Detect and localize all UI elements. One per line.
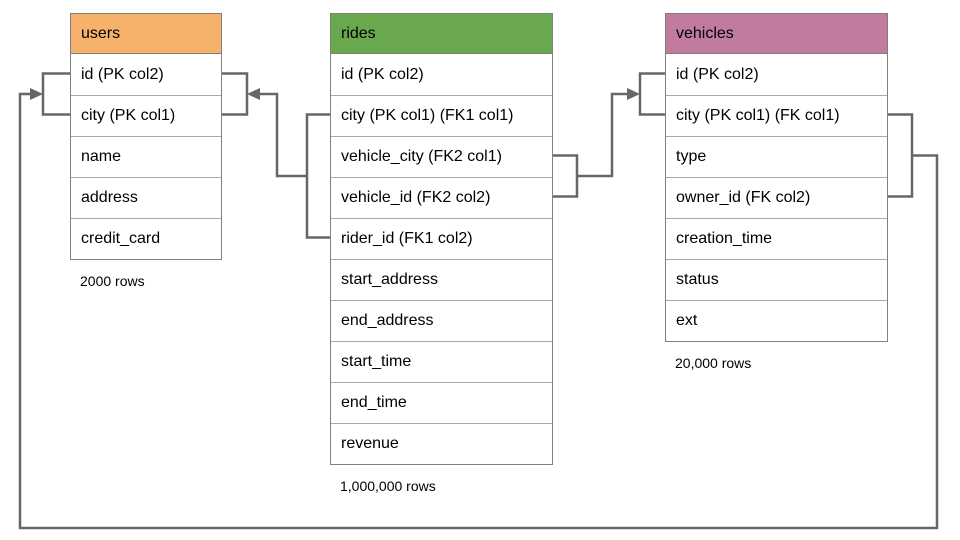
table-vehicles-column-row: owner_id (FK col2) xyxy=(666,177,887,218)
table-vehicles-rowcount: 20,000 rows xyxy=(675,355,752,371)
table-rides-column-row: vehicle_id (FK2 col2) xyxy=(331,177,552,218)
arrowhead-right-icon xyxy=(627,88,640,100)
users-right-pk-bracket xyxy=(222,72,249,116)
users-left-pk-bracket xyxy=(41,72,70,116)
vehicles-left-pk-bracket xyxy=(638,72,665,116)
table-rides-rowcount: 1,000,000 rows xyxy=(340,478,436,494)
table-users-rowcount: 2000 rows xyxy=(80,273,145,289)
table-rides-column-row: end_time xyxy=(331,382,552,423)
table-rides-column-row: id (PK col2) xyxy=(331,54,552,95)
table-vehicles-title: vehicles xyxy=(666,14,887,54)
table-rides-column-row: rider_id (FK1 col2) xyxy=(331,218,552,259)
table-users-title: users xyxy=(71,14,221,54)
connector-vehicles-fk-to-users-pk xyxy=(18,72,939,530)
table-vehicles-column-row: status xyxy=(666,259,887,300)
connector-rides-fk2-to-vehicles-pk xyxy=(553,72,665,198)
table-rides-column-row: revenue xyxy=(331,423,552,464)
table-rides-column-row: city (PK col1) (FK1 col1) xyxy=(331,95,552,136)
table-vehicles-column-row: id (PK col2) xyxy=(666,54,887,95)
table-rides-column-row: start_time xyxy=(331,341,552,382)
connector-rides-fk1-to-users-pk xyxy=(222,72,330,239)
table-vehicles-column-row: ext xyxy=(666,300,887,341)
connector-wire xyxy=(260,92,307,178)
table-rides-column-row: start_address xyxy=(331,259,552,300)
table-vehicles-column-row: city (PK col1) (FK col1) xyxy=(666,95,887,136)
table-users-column-row: id (PK col2) xyxy=(71,54,221,95)
table-users-column-row: credit_card xyxy=(71,218,221,259)
table-users-column-row: city (PK col1) xyxy=(71,95,221,136)
vehicles-right-fk-bracket xyxy=(888,113,914,198)
table-users-column-row: address xyxy=(71,177,221,218)
table-vehicles-column-row: creation_time xyxy=(666,218,887,259)
table-rides-title: rides xyxy=(331,14,552,54)
table-rides-column-row: end_address xyxy=(331,300,552,341)
connector-wire xyxy=(577,92,627,178)
rides-left-fk1-bracket xyxy=(305,113,330,239)
rides-right-fk2-bracket xyxy=(553,154,579,198)
connector-wire xyxy=(18,92,939,530)
arrowhead-left-icon xyxy=(247,88,260,100)
table-vehicles-column-row: type xyxy=(666,136,887,177)
table-rides-column-row: vehicle_city (FK2 col1) xyxy=(331,136,552,177)
arrowhead-right-icon xyxy=(30,88,43,100)
table-users-column-row: name xyxy=(71,136,221,177)
